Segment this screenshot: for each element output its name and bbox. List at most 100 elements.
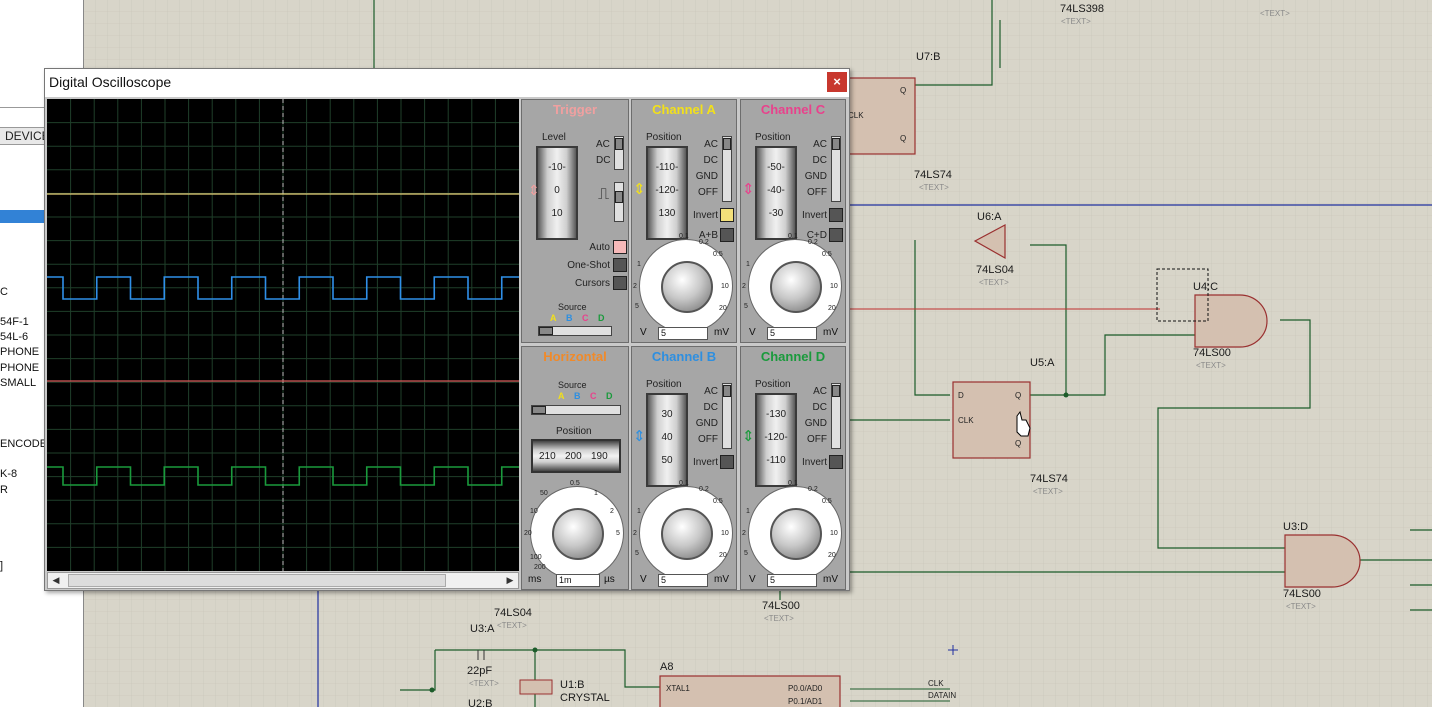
invert-label: Invert (801, 457, 827, 468)
channel-title: Channel A (652, 102, 716, 117)
invert-toggle[interactable] (829, 208, 843, 222)
horizontal-position-value: 190 (591, 451, 608, 462)
volts-div-dial[interactable]: 0.1 0.2 0.5 1 2 5 10 20 (742, 480, 846, 582)
cursors-toggle[interactable] (613, 276, 627, 290)
channel-position-wheel[interactable]: -130 -120- -110 (755, 393, 797, 487)
dial-tick: 5 (744, 550, 748, 557)
channel-position-wheel[interactable]: 30 40 50 (646, 393, 688, 487)
mode-gnd-label: GND (804, 418, 827, 429)
trigger-source-slider[interactable] (538, 326, 612, 336)
close-button[interactable]: × (827, 72, 847, 92)
mode-dc-label: DC (703, 402, 718, 413)
channel-mode-switch[interactable] (722, 383, 732, 449)
u7b-q-pin: Q (900, 86, 906, 95)
one-shot-toggle[interactable] (613, 258, 627, 272)
device-item[interactable]: K-8 (0, 468, 18, 480)
u3d-text-tag: <TEXT> (1286, 602, 1316, 611)
top-ic-type: 74LS398 (1060, 3, 1104, 15)
dial-tick: 200 (534, 564, 546, 571)
dial-tick: 1 (746, 508, 750, 515)
device-item[interactable]: C (0, 286, 8, 298)
dial-tick: 50 (540, 490, 548, 497)
scroll-thumb[interactable] (68, 574, 446, 587)
channel-position-wheel[interactable]: -50- -40- -30 (755, 146, 797, 240)
dial-tick: 10 (830, 283, 838, 290)
volts-unit-right: mV (823, 327, 838, 338)
trigger-level-value: 0 (554, 185, 560, 196)
cursors-label: Cursors (574, 278, 610, 289)
mode-gnd-label: GND (695, 171, 718, 182)
channel-b-trace (47, 276, 519, 300)
device-item[interactable]: R (0, 484, 8, 496)
channel-position-arrow-icon: ⇕ (633, 181, 646, 198)
device-item[interactable]: PHONE (0, 346, 40, 358)
trigger-edge-switch[interactable] (614, 182, 624, 222)
u7b-clk-pin: CLK (848, 111, 864, 120)
combine-toggle[interactable] (720, 228, 734, 242)
invert-toggle[interactable] (720, 208, 734, 222)
horizontal-scrollbar[interactable]: ◀ ▶ (47, 572, 519, 589)
dial-tick: 0.2 (699, 486, 709, 493)
invert-label: Invert (692, 457, 718, 468)
combine-toggle[interactable] (829, 228, 843, 242)
channel-mode-switch[interactable] (831, 136, 841, 202)
channel-position-wheel[interactable]: -110- -120- 130 (646, 146, 688, 240)
invert-toggle[interactable] (829, 455, 843, 469)
dial-tick: 2 (633, 283, 637, 290)
volts-div-field[interactable]: 5 (658, 574, 708, 587)
volts-div-knob[interactable] (770, 261, 822, 313)
combine-label: C+D (806, 230, 827, 241)
volts-div-dial[interactable]: 0.1 0.2 0.5 1 2 5 10 20 (633, 480, 737, 582)
device-selected-row[interactable] (0, 210, 44, 223)
horizontal-source-slider[interactable] (531, 405, 621, 415)
oscilloscope-titlebar[interactable]: Digital Oscilloscope × (45, 69, 849, 97)
u5a-label: U5:A (1030, 357, 1055, 369)
u6a-text-tag: <TEXT> (979, 278, 1009, 287)
u1b-label: U1:B (560, 679, 584, 691)
cap-value: 22pF (467, 665, 492, 677)
scroll-right-button[interactable]: ▶ (506, 575, 514, 585)
dial-tick: 5 (635, 303, 639, 310)
volts-div-dial[interactable]: 0.1 0.2 0.5 1 2 5 10 20 (633, 233, 737, 335)
horizontal-position-wheel[interactable]: 210 200 190 (531, 439, 621, 473)
device-item[interactable]: ] (0, 560, 4, 572)
volts-div-knob[interactable] (770, 508, 822, 560)
xtal1-pin: XTAL1 (666, 684, 690, 693)
volts-div-field[interactable]: 5 (767, 574, 817, 587)
horizontal-source-d: D (606, 391, 613, 401)
timebase-knob[interactable] (552, 508, 604, 560)
trigger-level-value: -10- (548, 162, 566, 173)
trigger-dc-label: DC (596, 155, 611, 166)
trigger-level-wheel[interactable]: -10- 0 10 (536, 146, 578, 240)
invert-toggle[interactable] (720, 455, 734, 469)
mode-ac-label: AC (813, 139, 827, 150)
volts-div-knob[interactable] (661, 508, 713, 560)
dial-tick: 20 (719, 305, 727, 312)
device-item[interactable]: PHONE (0, 362, 40, 374)
scroll-left-button[interactable]: ◀ (52, 575, 60, 585)
dial-tick: 0.5 (713, 251, 723, 258)
mode-ac-label: AC (704, 386, 718, 397)
channel-position-arrow-icon: ⇕ (742, 428, 755, 445)
timebase-dial[interactable]: 0.5 1 2 5 10 20 50 100 200 (524, 480, 628, 582)
channel-mode-switch[interactable] (722, 136, 732, 202)
device-item[interactable]: 54F-1 (0, 316, 29, 328)
u3a-text-tag: <TEXT> (497, 621, 527, 630)
auto-toggle[interactable] (613, 240, 627, 254)
volts-div-knob[interactable] (661, 261, 713, 313)
device-item[interactable]: 54L-6 (0, 331, 29, 343)
trigger-coupling-switch[interactable] (614, 136, 624, 170)
device-item[interactable]: SMALL (0, 377, 37, 389)
volts-div-field[interactable]: 5 (658, 327, 708, 340)
volts-div-field[interactable]: 5 (767, 327, 817, 340)
mode-dc-label: DC (812, 402, 827, 413)
timebase-field[interactable]: 1m (556, 574, 600, 587)
p00-pin: P0.0/AD0 (788, 684, 823, 693)
channel-c-panel: Channel C Position -50- -40- -30 ⇕ AC DC… (740, 99, 846, 343)
volts-div-dial[interactable]: 0.1 0.2 0.5 1 2 5 10 20 (742, 233, 846, 335)
channel-position-value: -120- (764, 432, 788, 443)
device-item[interactable]: ENCODE (0, 438, 48, 450)
u3d-label: U3:D (1283, 521, 1308, 533)
channel-mode-switch[interactable] (831, 383, 841, 449)
dial-tick: 10 (830, 530, 838, 537)
